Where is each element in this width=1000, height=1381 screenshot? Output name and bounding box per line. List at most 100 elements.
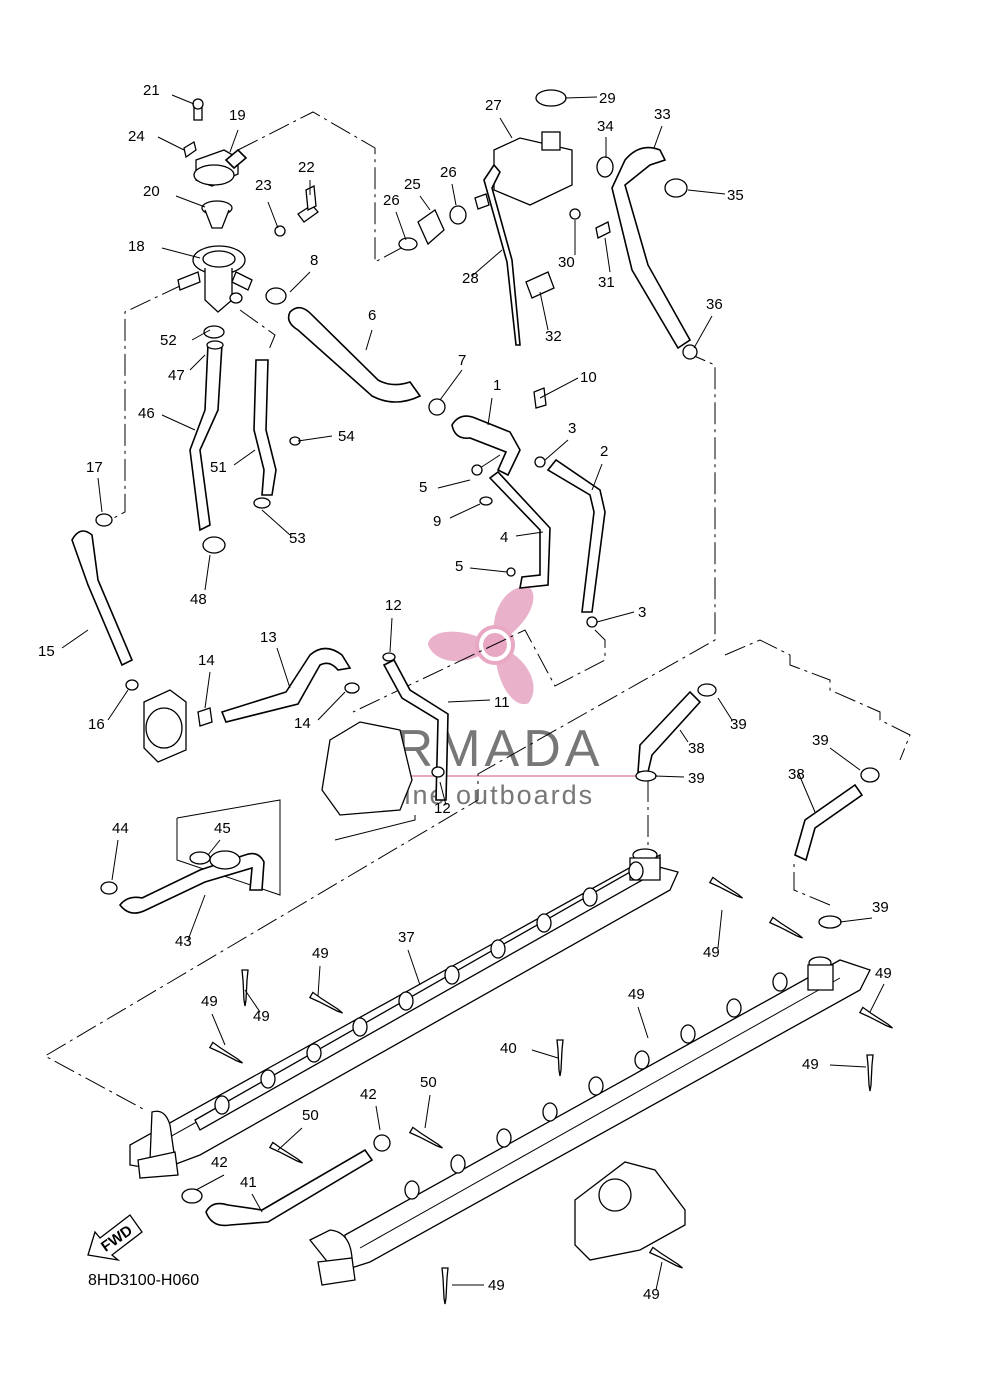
callout-leader: [451, 183, 457, 206]
bolt-pin: [866, 1054, 874, 1092]
callout-label: 46: [138, 405, 155, 422]
callout-leader: [395, 211, 407, 241]
callout-label: 2: [600, 443, 608, 460]
callout-label: 49: [628, 986, 645, 1003]
callout-label: 49: [802, 1056, 819, 1073]
callout-label: 17: [86, 459, 103, 476]
callout-leader: [591, 463, 603, 491]
forward-arrow-icon: FWD: [87, 1214, 143, 1262]
manifold-port-hole: [628, 861, 644, 881]
callout-label: 49: [703, 944, 720, 961]
callout-leader: [829, 747, 861, 771]
callout-leader: [204, 554, 211, 591]
callout-label: 26: [383, 192, 400, 209]
callout-label: 52: [160, 332, 177, 349]
callout-leader: [407, 949, 421, 986]
hoses: [71, 306, 446, 691]
callout-label: 31: [598, 274, 615, 291]
callout-leader: [499, 117, 513, 139]
callout-leader: [297, 435, 333, 442]
callout-leader: [655, 1261, 663, 1291]
bolt-pin: [648, 1246, 683, 1269]
callout-leader: [161, 414, 196, 431]
callout-label: 53: [289, 530, 306, 547]
callout-label: 38: [788, 766, 805, 783]
callout-label: 39: [730, 716, 747, 733]
callout-label: 39: [812, 732, 829, 749]
manifold-port-hole: [352, 1017, 368, 1037]
manifold-port-hole: [680, 1024, 696, 1044]
manifold-port-hole: [398, 991, 414, 1011]
callout-label: 14: [294, 715, 311, 732]
bolt-pin: [308, 991, 343, 1014]
callout-leader: [449, 503, 481, 519]
callout-leader: [797, 771, 816, 813]
callout-label: 39: [872, 899, 889, 916]
callout-label: 25: [404, 176, 421, 193]
bolt-pin: [708, 876, 743, 899]
callout-leader: [207, 839, 221, 856]
callout-leader: [229, 129, 239, 153]
callout-label: 14: [198, 652, 215, 669]
callout-label: 18: [128, 238, 145, 255]
callout-label: 27: [485, 97, 502, 114]
bolt-pin: [441, 1267, 449, 1305]
callout-label: 29: [599, 90, 616, 107]
callout-leader: [211, 1013, 226, 1046]
callout-label: 7: [458, 352, 466, 369]
callout-leader: [471, 249, 503, 277]
bolt-pin: [858, 1006, 893, 1029]
callout-leader: [175, 195, 206, 208]
callout-leader: [276, 647, 291, 689]
callout-label: 42: [360, 1086, 377, 1103]
manifold-port-hole: [306, 1043, 322, 1063]
callout-label: 12: [434, 800, 451, 817]
callout-leader: [539, 377, 579, 399]
callout-label: 10: [580, 369, 597, 386]
callout-label: 50: [420, 1074, 437, 1091]
bolt-pin: [241, 969, 249, 1007]
callout-leader: [317, 965, 321, 997]
callout-label: 36: [706, 296, 723, 313]
callout-label: 15: [38, 643, 55, 660]
callout-label: 26: [440, 164, 457, 181]
callout-label: 49: [201, 993, 218, 1010]
callout-label: 40: [500, 1040, 517, 1057]
center-hoses: [143, 387, 606, 816]
propeller-logo-icon: [427, 586, 534, 705]
assembly-lines: [43, 111, 911, 1111]
callout-leader: [839, 917, 873, 923]
manifold-port-hole: [496, 1128, 512, 1148]
callout-leader: [419, 195, 431, 211]
callout-label: 20: [143, 183, 160, 200]
callout-leader: [637, 1006, 649, 1039]
manifold-port-hole: [404, 1180, 420, 1200]
callout-leader: [869, 983, 885, 1013]
callout-label: 51: [210, 459, 227, 476]
callout-label: 47: [168, 367, 185, 384]
callout-label: 44: [112, 820, 129, 837]
manifold-port-hole: [490, 939, 506, 959]
callout-label: 24: [128, 128, 145, 145]
callout-leader: [654, 775, 685, 778]
callout-label: 3: [568, 420, 576, 437]
callout-leader: [375, 1105, 381, 1131]
callout-label: 13: [260, 629, 277, 646]
reservoir-group: [398, 89, 698, 360]
callout-leader: [604, 237, 611, 273]
callout-label: 22: [298, 159, 315, 176]
manifold-port-hole: [634, 1050, 650, 1070]
manifold-port-hole: [260, 1069, 276, 1089]
callout-leader: [439, 369, 463, 401]
callout-label: 33: [654, 106, 671, 123]
callout-leader: [244, 989, 261, 1013]
callout-leader: [544, 439, 569, 461]
callout-label: 35: [727, 187, 744, 204]
callout-leader: [439, 781, 447, 806]
callout-label: 49: [253, 1008, 270, 1025]
callout-label: 21: [143, 82, 160, 99]
manifold-port-hole: [450, 1154, 466, 1174]
callout-leader: [564, 96, 598, 99]
callout-label: 38: [688, 740, 705, 757]
callout-leader: [424, 1094, 431, 1129]
